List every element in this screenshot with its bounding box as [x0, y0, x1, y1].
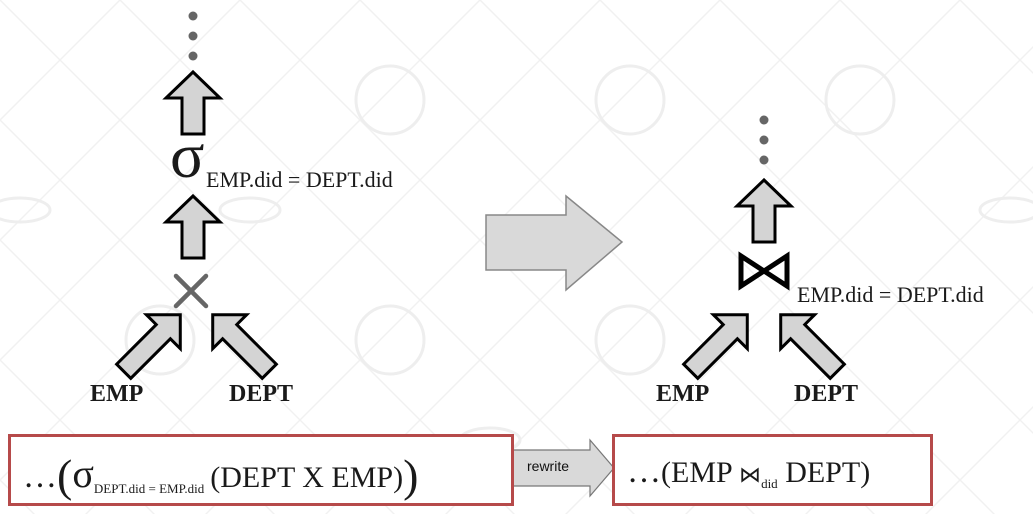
diagonal-arrow-icon	[114, 313, 182, 381]
formula-open-paren: (	[57, 450, 73, 501]
formula-after-ellipsis: …	[627, 453, 661, 490]
formula-subscript: DEPT.did = EMP.did	[93, 481, 205, 496]
left-input-dept: DEPT	[229, 381, 294, 407]
right-arrow-icon	[485, 194, 624, 292]
diagonal-arrow-icon	[211, 313, 279, 381]
left-input-emp: EMP	[90, 381, 144, 407]
formula-close-paren: )	[403, 450, 419, 501]
join-predicate: EMP.did = DEPT.did	[797, 282, 984, 307]
formula-sigma: σ	[72, 451, 94, 496]
formula-before-box: …(σDEPT.did = EMP.did (DEPT X EMP))	[8, 434, 514, 506]
formula-after-join: ⋈	[739, 463, 762, 488]
up-arrow-icon	[733, 177, 795, 244]
bowtie-join-icon	[738, 251, 790, 291]
up-arrow-icon	[162, 69, 224, 136]
right-input-dept: DEPT	[794, 381, 859, 407]
diagonal-arrow-icon	[681, 313, 749, 381]
vertical-ellipsis-icon	[188, 11, 198, 61]
formula-after-close: DEPT)	[777, 456, 871, 489]
up-arrow-icon	[162, 193, 224, 260]
formula-after-box: …(EMP ⋈did DEPT)	[612, 434, 933, 506]
formula-inner: (DEPT X EMP)	[210, 461, 404, 494]
cross-product-icon	[173, 273, 209, 309]
rewrite-arrow-shape	[508, 438, 615, 498]
vertical-ellipsis-icon	[759, 115, 769, 165]
formula-after-subscript: did	[761, 476, 778, 491]
diagonal-arrow-icon	[779, 313, 847, 381]
select-symbol: σ	[170, 120, 205, 191]
right-input-emp: EMP	[656, 381, 710, 407]
formula-after-open: (EMP	[661, 456, 740, 489]
select-predicate: EMP.did = DEPT.did	[206, 167, 393, 192]
rewrite-button[interactable]: rewrite	[527, 458, 570, 474]
formula-ellipsis: …	[23, 458, 57, 495]
